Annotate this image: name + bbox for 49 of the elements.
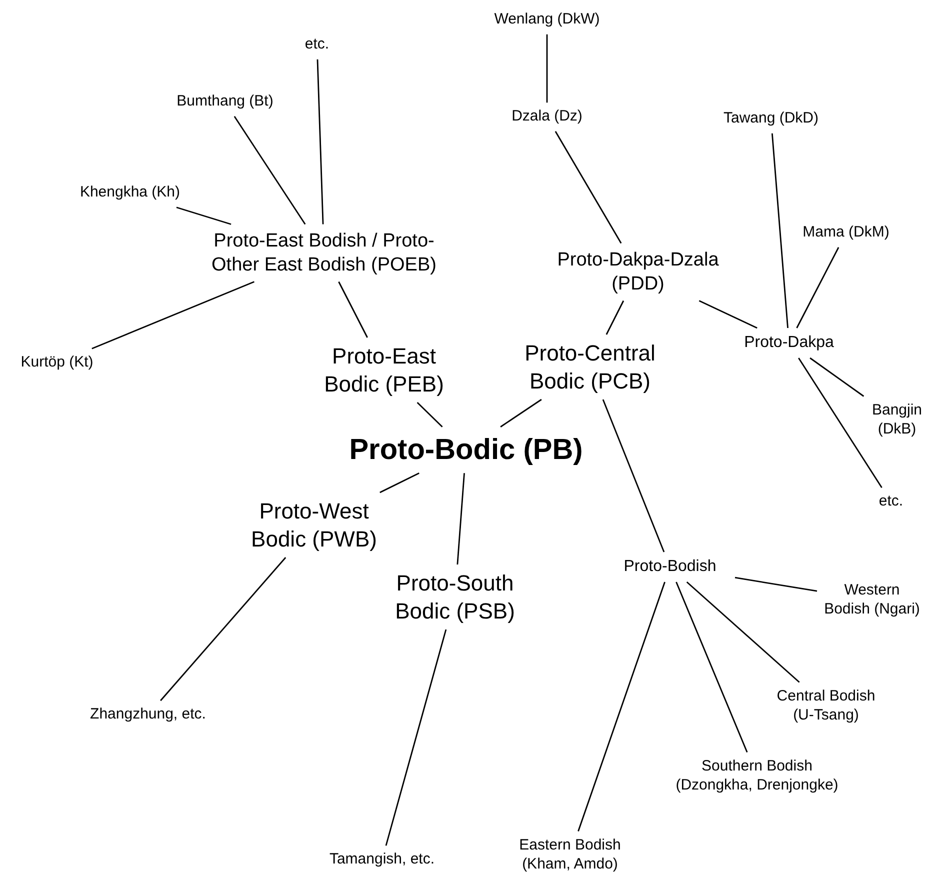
connector-line — [234, 116, 306, 225]
language-label: Proto-East Bodish / Proto-Other East Bodish (POEB) — [210, 229, 438, 277]
language-label: Bangjin (DkB) — [870, 401, 924, 439]
connector-line — [554, 131, 622, 244]
connector-line — [810, 357, 864, 397]
connector-line — [176, 206, 232, 225]
language-label: etc. — [878, 492, 904, 512]
connector-line — [338, 281, 368, 338]
connector-line — [316, 59, 324, 224]
connector-line — [160, 557, 286, 702]
connector-line — [500, 398, 542, 428]
language-label: Tawang (DkD) — [722, 110, 820, 128]
connector-line — [771, 133, 788, 328]
connector-line — [385, 629, 447, 846]
connector-line — [676, 582, 748, 753]
language-label: Western Bodish (Ngari) — [823, 581, 921, 619]
connector-line — [602, 399, 665, 552]
connector-line — [416, 402, 443, 428]
connector-line — [456, 473, 465, 565]
connector-line — [686, 581, 800, 683]
language-label: Proto-Dakpa-Dzala (PDD) — [556, 248, 720, 296]
language-label: Dzala (Dz) — [510, 108, 584, 126]
language-label: Kurtöp (Kt) — [20, 354, 94, 372]
connector-line — [92, 281, 254, 350]
connector-line — [606, 300, 624, 335]
connector-line — [380, 472, 420, 494]
language-label: Proto-East Bodic (PEB) — [323, 342, 445, 398]
language-label: Southern Bodish (Dzongkha, Drenjongke) — [674, 757, 840, 795]
language-label: etc. — [304, 36, 330, 54]
language-label: Central Bodish (U-Tsang) — [776, 687, 876, 725]
connector-line — [578, 582, 666, 832]
language-label: Khengkha (Kh) — [78, 184, 182, 202]
language-label: Proto-West Bodic (PWB) — [250, 498, 378, 552]
connector-line — [798, 358, 882, 488]
language-label: Eastern Bodish (Kham, Amdo) — [518, 836, 622, 874]
language-label: Bumthang (Bt) — [176, 92, 274, 112]
language-label: Wenlang (DkW) — [493, 10, 601, 30]
language-label: Proto-South Bodic (PSB) — [394, 570, 516, 624]
language-label: Zhangzhung, etc. — [89, 706, 207, 724]
language-label: Mama (DkM) — [802, 224, 890, 242]
language-label: Proto-Central Bodic (PCB) — [524, 340, 656, 394]
connector-line — [546, 34, 548, 103]
language-label: Proto-Dakpa — [743, 333, 835, 353]
language-label: Tamangish, etc. — [328, 850, 436, 870]
language-label: Proto-Bodic (PB) — [348, 432, 584, 468]
connector-line — [734, 576, 818, 592]
language-label: Proto-Bodish — [622, 557, 718, 577]
connector-line — [796, 247, 840, 328]
connector-line — [698, 300, 758, 329]
